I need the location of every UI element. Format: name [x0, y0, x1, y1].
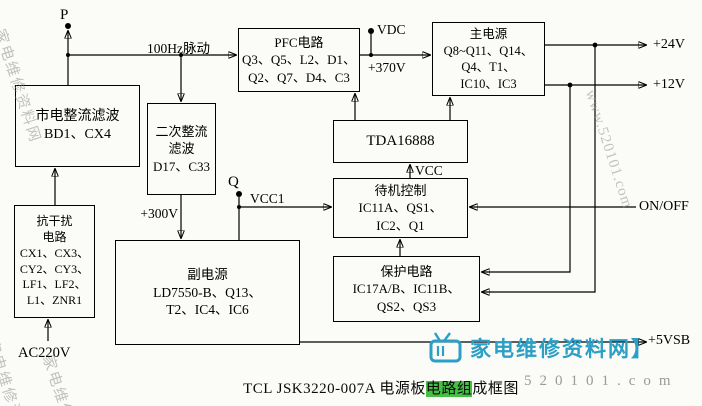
- block-standby-control: 待机控制 IC11A、QS1、 IC2、Q1: [333, 178, 468, 238]
- block-main-power: 主电源 Q8~Q11、Q14、 Q4、T1、 IC10、IC3: [432, 22, 545, 96]
- q-terminal-dot: [236, 191, 242, 197]
- block-text: IC11A、QS1、: [358, 200, 443, 216]
- label-vcc: VCC: [415, 163, 443, 178]
- block-text: IC2、Q1: [376, 217, 425, 233]
- block-text: TDA16888: [366, 132, 435, 149]
- block-text: L1、ZNR1: [26, 293, 83, 308]
- block-text: LD7550-B、Q13、: [153, 284, 262, 300]
- site-logo: 家电维修资料网】 520101.com: [428, 331, 679, 390]
- site-logo-bracket: 】: [631, 337, 654, 361]
- vdc-terminal-dot: [368, 28, 374, 34]
- block-secondary-rectifier: 二次整流 滤波 D17、C33: [147, 103, 216, 195]
- label-ac220v: AC220V: [18, 345, 71, 361]
- site-logo-text: 家电维修资料网】: [470, 333, 654, 363]
- block-pfc: PFC电路 Q3、Q5、L2、D1、 Q2、Q7、D4、C3: [238, 28, 360, 92]
- block-text: CX1、CX3、: [19, 245, 90, 260]
- block-text: Q8~Q11、Q14、: [443, 43, 534, 58]
- junction-dot: [237, 205, 241, 209]
- block-text: LF1、LF2、: [22, 277, 87, 292]
- block-text: Q3、Q5、L2、D1、: [241, 52, 357, 68]
- title-post: 成框图: [472, 381, 519, 397]
- block-text: IC10、IC3: [460, 76, 517, 91]
- label-370v: +370V: [368, 60, 406, 75]
- block-text: 保护电路: [380, 264, 433, 280]
- title-highlight: 电路组: [425, 381, 473, 397]
- block-text: Q2、Q7、D4、C3: [248, 69, 350, 85]
- block-protection: 保护电路 IC17A/B、IC11B、 QS2、QS3: [333, 256, 480, 322]
- junction-dot: [592, 42, 598, 48]
- block-text: 二次整流: [155, 124, 208, 140]
- label-p-terminal: P: [60, 7, 69, 23]
- block-text: PFC电路: [274, 35, 324, 51]
- wire-12v-to-protect: [482, 85, 571, 272]
- junction-dot: [369, 53, 373, 57]
- junction-dot: [567, 82, 573, 88]
- label-vcc1: VCC1: [250, 191, 285, 206]
- block-text: 电路: [42, 229, 67, 244]
- title-pre: TCL JSK3220-007A 电源板: [243, 381, 426, 397]
- block-text: CY2、CY3、: [19, 261, 90, 276]
- block-text: 主电源: [469, 27, 508, 41]
- block-text: 副电源: [187, 266, 228, 282]
- tv-icon: [429, 332, 462, 363]
- block-text: 滤波: [168, 141, 195, 157]
- junction-dot: [179, 53, 183, 57]
- wire-24v-to-protect: [482, 45, 596, 292]
- diagram-title: TCL JSK3220-007A 电源板电路组成框图: [60, 377, 702, 398]
- junction-dot: [66, 53, 70, 57]
- block-text: BD1、CX4: [44, 127, 111, 142]
- label-q-terminal: Q: [228, 174, 239, 190]
- site-logo-url: 520101.com: [524, 373, 679, 389]
- label-vdc: VDC: [377, 22, 406, 37]
- label-100hz-pulse: 100Hz脉动: [147, 41, 210, 56]
- label-300v: +300V: [140, 206, 178, 221]
- block-text: T2、IC4、IC6: [166, 302, 249, 318]
- block-sub-power: 副电源 LD7550-B、Q13、 T2、IC4、IC6: [115, 240, 300, 345]
- label-24v: +24V: [653, 37, 686, 52]
- label-on-off: ON/OFF: [639, 199, 689, 214]
- label-12v: +12V: [653, 77, 686, 92]
- block-mains-rectifier: 市电整流滤波 BD1、CX4: [15, 85, 140, 167]
- p-terminal-dot: [65, 23, 71, 29]
- block-pwm-ic: TDA16888: [333, 120, 468, 163]
- block-text: Q4、T1、: [461, 60, 516, 74]
- block-text: 待机控制: [374, 183, 427, 199]
- block-text: D17、C33: [152, 158, 211, 174]
- block-text: 抗干扰: [36, 214, 73, 229]
- block-text: 市电整流滤波: [35, 108, 120, 124]
- block-anti-interference: 抗干扰 电路 CX1、CX3、 CY2、CY3、 LF1、LF2、 L1、ZNR…: [14, 205, 95, 318]
- block-text: IC17A/B、IC11B、: [352, 281, 461, 297]
- block-text: QS2、QS3: [376, 298, 437, 314]
- site-logo-name: 家电维修资料网: [470, 337, 631, 361]
- label-5vsb: +5VSB: [648, 333, 691, 348]
